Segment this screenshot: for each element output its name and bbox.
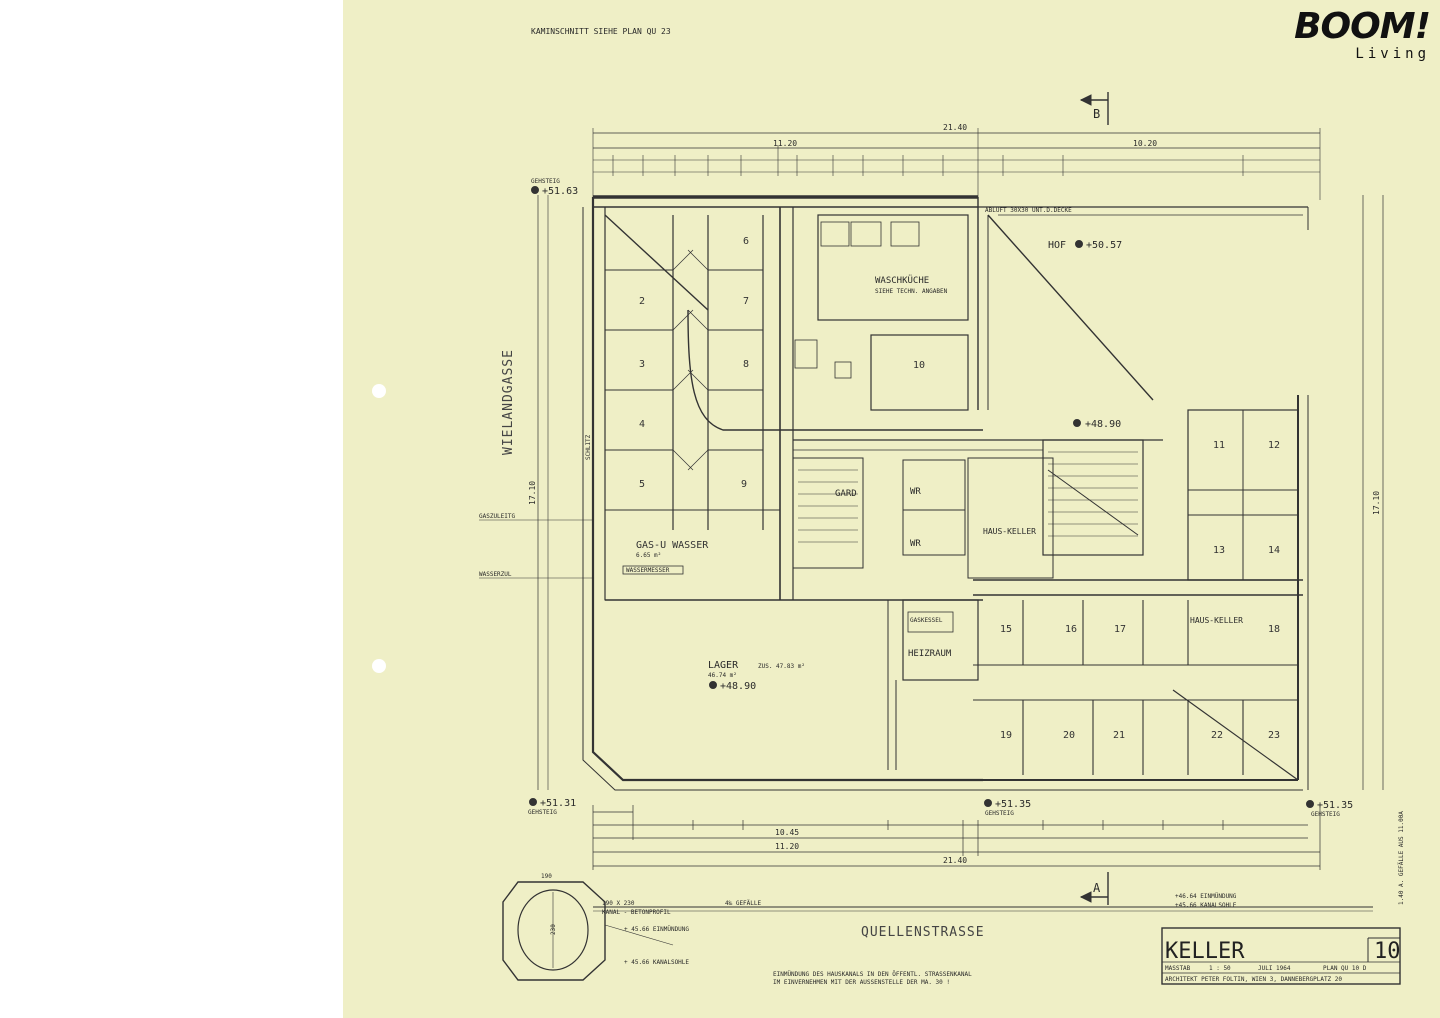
canal-profile-section: 190 230 (502, 873, 606, 981)
room-2: 2 (639, 296, 645, 307)
titleblock-architect: ARCHITEKT PETER FOLTIN, WIEN 3, DANNEBER… (1165, 976, 1342, 983)
level-bl: +51.31 (540, 798, 576, 809)
gas-wasser-area: 6.65 m² (636, 552, 661, 559)
profile-kanalsohle: + 45.66 KANALSOHLE (624, 959, 689, 966)
titleblock-title: KELLER (1165, 939, 1245, 964)
street-west: WIELANDGASSE (501, 349, 516, 455)
profile-einmuendung: + 45.66 EINMÜNDUNG (624, 926, 689, 933)
room-gard: GARD (835, 489, 857, 499)
room-23: 23 (1268, 730, 1280, 741)
lager-area: 46.74 m² (708, 672, 737, 679)
level-tl: +51.63 (542, 186, 578, 197)
dim-total-bottom: 21.40 (943, 856, 967, 865)
dim-top-right: 10.20 (1133, 139, 1157, 148)
room-wr-1: WR (910, 487, 921, 497)
right-level-kanalsohle: +45.66 KANALSOHLE (1175, 902, 1237, 909)
profile-gefaelle: 4‰ GEFÄLLE (725, 900, 762, 907)
dim-bottom-left: 11.20 (775, 842, 799, 851)
room-21: 21 (1113, 730, 1125, 741)
room-heizraum: HEIZRAUM (908, 649, 952, 659)
section-mark-a-label: A (1093, 881, 1101, 895)
room-3: 3 (639, 359, 645, 370)
room-gas-wasser: GAS-U WASSER (636, 540, 709, 551)
dim-right-height: 17.10 (1372, 491, 1381, 515)
profile-height: 230 (550, 924, 557, 935)
level-br: +51.35 (1317, 800, 1353, 811)
punch-hole-top (372, 384, 386, 398)
room-8: 8 (743, 359, 749, 370)
titleblock-date: JULI 1964 (1258, 965, 1291, 972)
room-6: 6 (743, 236, 749, 247)
center-level: +48.90 (1085, 419, 1121, 430)
titleblock-sheet: 10 (1374, 939, 1401, 964)
section-mark-b-label: B (1093, 107, 1100, 121)
floor-plan-drawing: KAMINSCHNITT SIEHE PLAN QU 23 21.40 11.2… (479, 27, 1405, 986)
titleblock-massstab: 1 : 50 (1209, 965, 1231, 972)
abluft-label: ABLUFT 30X30 UNT.D.DECKE (985, 207, 1072, 214)
room-9: 9 (741, 479, 747, 490)
waschkueche-note: SIEHE TECHN. ANGABEN (875, 288, 948, 295)
footer-note-1: EINMÜNDUNG DES HAUSKANALS IN DEN ÖFFENTL… (773, 971, 972, 978)
room-15: 15 (1000, 624, 1012, 635)
footer-note-2: IM EINVERNEHMEN MIT DER AUSSENSTELLE DER… (773, 979, 950, 986)
brand-name: BOOM! (1294, 6, 1431, 47)
room-4: 4 (639, 419, 645, 430)
room-7: 7 (743, 296, 749, 307)
room-hauskeller-1: HAUS-KELLER (983, 527, 1036, 536)
level-bc: +51.35 (995, 799, 1031, 810)
brand-sub: Living (1355, 46, 1430, 62)
hof-level: +50.57 (1086, 240, 1122, 251)
wasserzul-label: WASSERZUL (479, 571, 512, 578)
header-note: KAMINSCHNITT SIEHE PLAN QU 23 (531, 27, 671, 36)
room-22: 22 (1211, 730, 1223, 741)
room-wr-2: WR (910, 539, 921, 549)
right-level-einmuendung: +46.64 EINMÜNDUNG (1175, 893, 1237, 900)
gaskessel-label: GASKESSEL (910, 617, 943, 624)
lager-extra: ZUS. 47.83 m² (758, 663, 805, 670)
gehsteig-br: GEHSTEIG (1311, 811, 1340, 818)
gehsteig-tl: GEHSTEIG (531, 178, 560, 185)
street-south: QUELLENSTRASSE (861, 925, 985, 940)
dim-bottom-right: 10.45 (775, 828, 799, 837)
profile-type: KANAL - BETONPROFIL (602, 909, 671, 916)
room-20: 20 (1063, 730, 1075, 741)
dim-left-height: 17.10 (528, 481, 537, 505)
wassermesser-label: WASSERMESSER (626, 567, 670, 574)
room-hauskeller-2: HAUS-KELLER (1190, 616, 1243, 625)
lager-level: +48.90 (720, 681, 756, 692)
brand-logo: BOOM! Living (1294, 6, 1431, 63)
room-16: 16 (1065, 624, 1077, 635)
titleblock-massstab-label: MASSTAB (1165, 965, 1191, 972)
titleblock: KELLER 10 MASSTAB 1 : 50 JULI 1964 PLAN … (1161, 927, 1401, 985)
section-mark-b: B (1079, 92, 1109, 125)
profile-size: 190 X 230 (602, 900, 635, 907)
hof-label: HOF (1048, 240, 1066, 251)
room-14: 14 (1268, 545, 1280, 556)
room-13: 13 (1213, 545, 1225, 556)
blueprint-sheet: KAMINSCHNITT SIEHE PLAN QU 23 21.40 11.2… (343, 0, 1440, 1018)
gaszuleitung-label: GASZULEITG (479, 513, 516, 520)
right-side-note: 1.40 A. GEFÄLLE AUS 11.00A (1398, 811, 1405, 905)
room-5: 5 (639, 479, 645, 490)
room-11: 11 (1213, 440, 1225, 451)
room-12: 12 (1268, 440, 1280, 451)
dim-total-width: 21.40 (943, 123, 967, 132)
dim-top-left: 11.20 (773, 139, 797, 148)
room-10: 10 (913, 360, 925, 371)
punch-hole-bottom (372, 659, 386, 673)
titleblock-plan: PLAN QU 10 D (1323, 965, 1367, 972)
gehsteig-bl: GEHSTEIG (528, 809, 557, 816)
room-waschkueche: WASCHKÜCHE (875, 275, 929, 286)
section-mark-a: A (1079, 872, 1109, 905)
room-17: 17 (1114, 624, 1126, 635)
room-lager: LAGER (708, 660, 739, 671)
room-19: 19 (1000, 730, 1012, 741)
gehsteig-bc: GEHSTEIG (985, 810, 1014, 817)
schlitz-label: SCHLITZ (585, 434, 592, 460)
room-18: 18 (1268, 624, 1280, 635)
profile-width: 190 (541, 873, 552, 880)
